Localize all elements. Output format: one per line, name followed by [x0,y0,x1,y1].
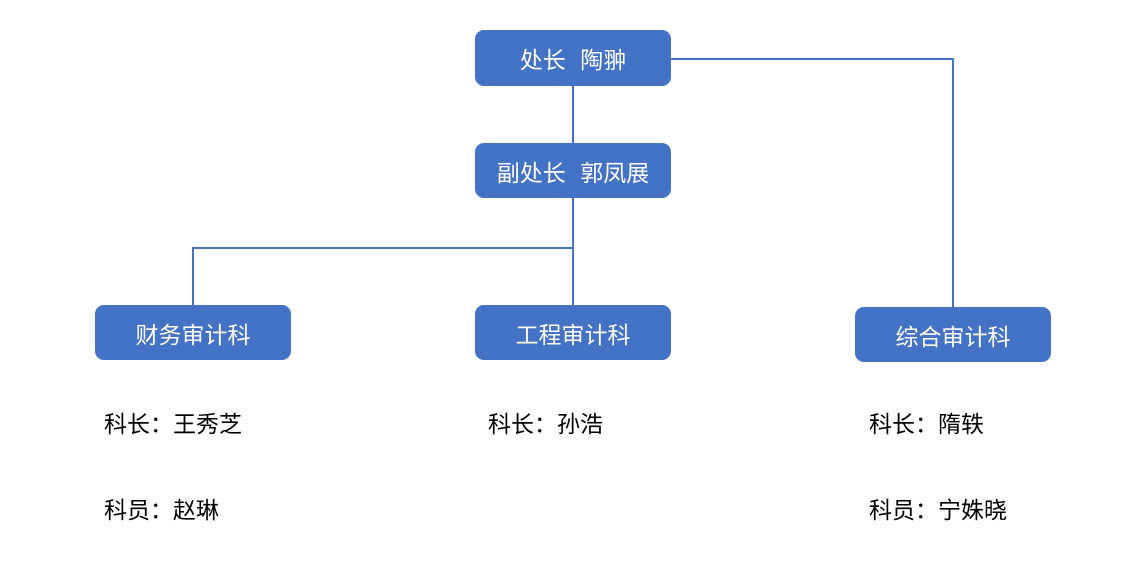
director-box: 处长 陶翀 [475,30,671,86]
connector-director-general [671,58,954,307]
connector-deputy-finance [192,247,573,305]
engineering-audit-section-box: 工程审计科 [475,305,671,360]
deputy-director-box: 副处长 郭凤展 [475,143,671,198]
general-audit-section-staff: 科员：宁姝晓 [869,498,1007,524]
general-audit-section-box: 综合审计科 [855,307,1051,362]
financial-audit-section-box: 财务审计科 [95,305,291,360]
general-audit-section-head: 科长：隋轶 [869,412,984,438]
engineering-audit-section-head: 科长：孙浩 [488,412,603,438]
financial-audit-section-staff: 科员：赵琳 [104,498,219,524]
financial-audit-section-head: 科长：王秀芝 [104,412,242,438]
